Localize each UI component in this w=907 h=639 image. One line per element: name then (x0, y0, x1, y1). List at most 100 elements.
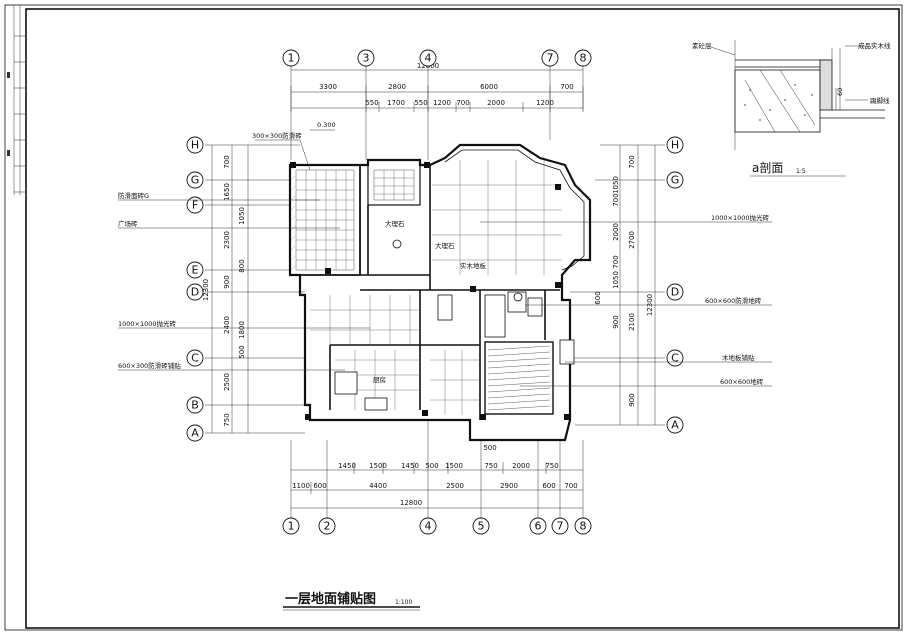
interior-walls (300, 165, 560, 420)
annotation-right-1: 1000×1000抛光砖 (711, 213, 770, 222)
top-dim: 550 (414, 99, 427, 107)
bottom-dim: 1450 (338, 462, 356, 470)
left-dim: 700 (223, 155, 231, 168)
top-dim: 550 (365, 99, 378, 107)
axis-bubble-label: 6 (535, 520, 542, 533)
drawing-scale: 1:100 (395, 599, 412, 606)
right-annotations: 1000×1000抛光砖 600×600防滑地砖 木地板铺贴 600×600地砖 (480, 213, 772, 387)
top-dimensions: 12800 3300 2800 6000 700 550 1700 550 12… (290, 62, 584, 112)
axis-bubble-label: 3 (363, 52, 370, 65)
bottom-dim: 1100 (292, 482, 310, 490)
section-detail: 素砼层 成品实木线 踢脚线 60 a剖面 1:5 (692, 40, 891, 177)
annotation-right-4: 600×600地砖 (720, 377, 764, 386)
plan-label-3: 实木地板 (460, 261, 487, 270)
left-dim: 2500 (223, 373, 231, 391)
axis-bubble-label: F (192, 199, 198, 212)
axis-bubble-label: C (671, 352, 679, 365)
left-dimensions: 12300 700 1650 1050 2300 800 900 2400 18… (202, 145, 249, 433)
plan-label-4: 厨房 (373, 375, 386, 384)
bottom-dim: 4400 (369, 482, 387, 490)
terrace-tiles (289, 164, 361, 276)
right-dim: 1050 (612, 271, 620, 289)
plan-label-5: 0.300 (317, 121, 336, 129)
annotation-right-3: 木地板铺贴 (722, 353, 755, 362)
axis-bubbles-right: H G D C A (666, 136, 684, 434)
bottom-dim: 2900 (500, 482, 518, 490)
floor-plan: 大理石 大理石 实木地板 厨房 0.300 (288, 121, 592, 442)
stair-top (367, 159, 421, 206)
right-dim: 2100 (628, 313, 636, 331)
axis-bubble-label: D (671, 286, 679, 299)
right-dim: 700 (612, 193, 620, 206)
axis-bubble-label: E (192, 264, 199, 277)
axis-bubble-label: A (191, 427, 199, 440)
left-title-strip (7, 5, 26, 195)
axis-bubble-label: G (191, 174, 200, 187)
plan-label-2: 大理石 (435, 241, 455, 250)
axis-bubbles-left: H G F E D C B A (186, 136, 204, 442)
section-label-2: 成品实木线 (858, 41, 891, 50)
axis-bubble-label: 7 (557, 520, 564, 533)
bottom-dim: 750 (545, 462, 558, 470)
axis-bubble-label: 2 (324, 520, 331, 533)
axis-bubble-label: 1 (288, 52, 295, 65)
section-title: a剖面 (752, 161, 783, 175)
left-total-dim: 12300 (202, 279, 210, 301)
annotation-right-2: 600×600防滑地砖 (705, 296, 762, 305)
axis-bubble-label: 5 (478, 520, 485, 533)
bay-window (444, 149, 585, 271)
top-dim: 700 (456, 99, 469, 107)
annotation-left-1: 300×300防滑砖 (252, 131, 302, 140)
top-dim: 3300 (319, 83, 337, 91)
outer-frame (4, 4, 903, 631)
bottom-dim: 1450 (401, 462, 419, 470)
service-blocks (290, 162, 575, 420)
left-dim: 900 (223, 275, 231, 288)
axis-bubble-label: C (191, 352, 199, 365)
bottom-small-dim: 500 (483, 444, 496, 452)
annotation-left-2: 防滑面砖G (118, 191, 149, 200)
axis-bubbles-bottom: 1 2 4 5 6 7 8 (282, 517, 592, 535)
tile-grid-living (310, 295, 480, 415)
right-dim: 2700 (628, 231, 636, 249)
axis-bubble-label: D (191, 286, 199, 299)
left-dim: 500 (238, 345, 246, 358)
axis-bubble-label: H (671, 139, 679, 152)
bottom-dim: 600 (313, 482, 326, 490)
axis-bubbles-top: 1 3 4 7 8 (282, 49, 592, 67)
left-dim: 2400 (223, 316, 231, 334)
top-dim: 1700 (387, 99, 405, 107)
bottom-dim: 600 (542, 482, 555, 490)
left-dim: 2300 (223, 231, 231, 249)
left-dim: 1650 (223, 183, 231, 201)
right-dim: 600 (594, 291, 602, 304)
top-dim: 2800 (388, 83, 406, 91)
wood-floor-room (484, 341, 554, 415)
top-dim: 6000 (480, 83, 498, 91)
section-label-3: 踢脚线 (870, 96, 890, 105)
left-dim: 1800 (238, 321, 246, 339)
tile-grid-main (432, 160, 562, 275)
axis-bubble-label: 4 (425, 520, 432, 533)
bottom-dim: 1500 (369, 462, 387, 470)
bottom-dim: 1500 (445, 462, 463, 470)
axis-bubble-label: 1 (288, 520, 295, 533)
right-dim: 2000 (612, 223, 620, 241)
left-dim: 1050 (238, 207, 246, 225)
left-annotations: 300×300防滑砖 防滑面砖G 广场砖 1000×1000抛光砖 600×30… (118, 131, 370, 371)
axis-bubble-label: B (191, 399, 199, 412)
bottom-total-dim: 12800 (400, 499, 422, 507)
annotation-left-5: 600×300防滑砖铺贴 (118, 361, 181, 370)
top-dim: 700 (560, 83, 573, 91)
bottom-dim: 700 (564, 482, 577, 490)
top-dim: 1200 (536, 99, 554, 107)
right-dim: 700 (612, 255, 620, 268)
bottom-dim: 500 (425, 462, 438, 470)
annotation-left-4: 1000×1000抛光砖 (118, 319, 177, 328)
axis-lines (205, 66, 665, 520)
drawing-title: 一层地面铺贴图 (285, 591, 376, 607)
right-dim: 900 (612, 315, 620, 328)
left-dim: 750 (223, 413, 231, 426)
